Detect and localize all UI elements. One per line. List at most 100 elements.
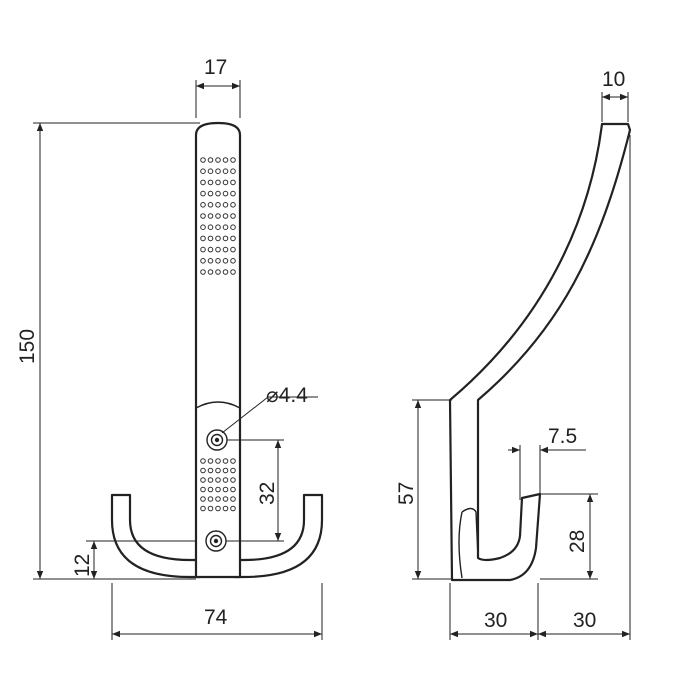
- stem-dot: [200, 467, 206, 474]
- stem-dot: [200, 496, 206, 502]
- stem-dot: [207, 190, 214, 197]
- dim-front-hole-spacing: 32: [226, 439, 284, 542]
- stem-dot: [207, 157, 214, 163]
- stem-dot: [207, 235, 214, 242]
- stem-dot: [230, 213, 236, 219]
- front-stem: [194, 121, 242, 579]
- stem-dot: [230, 477, 236, 483]
- stem-dot: [222, 202, 229, 208]
- stem-dot: [200, 258, 206, 264]
- stem-dot: [222, 157, 229, 163]
- stem-dot: [200, 486, 206, 493]
- stem-dot: [215, 477, 221, 483]
- stem-dot: [215, 224, 221, 230]
- stem-dot: [230, 496, 236, 502]
- stem-dot: [215, 496, 221, 502]
- stem-dot: [207, 269, 214, 275]
- dim-front-hole-diameter: ⌀4.4: [221, 384, 318, 434]
- dim-side-base-right-label: 30: [573, 609, 596, 632]
- stem-dot: [230, 486, 236, 493]
- dim-side-hook-height: 28: [540, 493, 598, 580]
- stem-dot: [215, 458, 221, 464]
- stem-dot: [230, 202, 236, 208]
- stem-dot: [215, 235, 221, 242]
- dim-front-width-top-label: 17: [204, 56, 227, 79]
- stem-dot: [207, 467, 214, 474]
- stem-dot: [215, 467, 221, 474]
- stem-dot: [230, 235, 236, 242]
- stem-dot: [200, 179, 206, 186]
- dim-side-top-thickness: 10: [601, 68, 629, 122]
- stem-dot: [222, 235, 229, 242]
- stem-dot: [222, 496, 229, 502]
- stem-dot: [207, 179, 214, 186]
- dim-side-lower-height: 57: [395, 399, 452, 580]
- dim-front-total-height-label: 150: [16, 329, 39, 364]
- dim-front-total-height: 150: [16, 122, 200, 580]
- dim-side-hook-inner: 7.5: [508, 425, 586, 500]
- stem-dot: [207, 246, 214, 253]
- stem-dot: [222, 246, 229, 253]
- stem-dot: [207, 458, 214, 464]
- stem-dot: [200, 235, 206, 242]
- side-hook-body: [448, 122, 632, 582]
- dim-front-hole-diameter-label: ⌀4.4: [266, 384, 308, 407]
- front-dot-pattern-lower: [200, 458, 236, 512]
- stem-dot: [215, 505, 221, 512]
- stem-dot: [222, 224, 229, 230]
- stem-dot: [230, 168, 236, 174]
- stem-dot: [207, 213, 214, 219]
- dim-front-hook-height: 12: [71, 540, 196, 579]
- dim-front-hole-spacing-label: 32: [256, 482, 279, 505]
- stem-dot: [215, 168, 221, 174]
- stem-dot: [200, 213, 206, 219]
- stem-dot: [222, 179, 229, 186]
- dim-side-hook-height-label: 28: [566, 530, 589, 553]
- stem-dot: [200, 269, 206, 275]
- stem-dot: [222, 258, 229, 264]
- stem-dot: [230, 157, 236, 163]
- front-view: 17 150 ⌀4.4 32 12: [16, 56, 324, 640]
- stem-dot: [200, 157, 206, 163]
- dim-side-lower-height-label: 57: [395, 482, 418, 505]
- stem-dot: [207, 496, 214, 502]
- stem-dot: [222, 505, 229, 512]
- stem-dot: [200, 458, 206, 464]
- dim-front-total-width: 74: [111, 583, 323, 640]
- stem-dot: [200, 477, 206, 483]
- stem-dot: [215, 213, 221, 219]
- stem-dot: [222, 168, 229, 174]
- dim-front-total-width-label: 74: [204, 606, 228, 629]
- stem-dot: [230, 269, 236, 275]
- stem-dot: [230, 258, 236, 264]
- stem-dot: [200, 168, 206, 174]
- stem-dot: [230, 179, 236, 186]
- dim-front-hook-height-label: 12: [71, 554, 94, 577]
- dim-side-hook-inner-label: 7.5: [548, 425, 577, 448]
- front-collar-line: [195, 401, 241, 409]
- stem-dot: [222, 467, 229, 474]
- dim-side-base: 30 30: [449, 135, 631, 640]
- stem-dot: [207, 168, 214, 174]
- stem-dot: [222, 190, 229, 197]
- front-left-hook: [110, 493, 202, 579]
- front-dot-pattern-upper: [200, 157, 236, 275]
- stem-dot: [207, 486, 214, 493]
- stem-dot: [222, 269, 229, 275]
- stem-dot: [222, 213, 229, 219]
- stem-dot: [215, 486, 221, 493]
- stem-dot: [230, 224, 236, 230]
- stem-dot: [207, 202, 214, 208]
- stem-dot: [222, 477, 229, 483]
- side-hook-cup: [458, 507, 479, 579]
- stem-dot: [230, 458, 236, 464]
- stem-dot: [207, 258, 214, 264]
- stem-dot: [207, 224, 214, 230]
- stem-dot: [222, 486, 229, 493]
- dim-side-base-left-label: 30: [484, 609, 507, 632]
- stem-dot: [230, 467, 236, 474]
- stem-dot: [215, 157, 221, 163]
- stem-dot: [200, 505, 206, 512]
- stem-dot: [200, 202, 206, 208]
- stem-dot: [215, 179, 221, 186]
